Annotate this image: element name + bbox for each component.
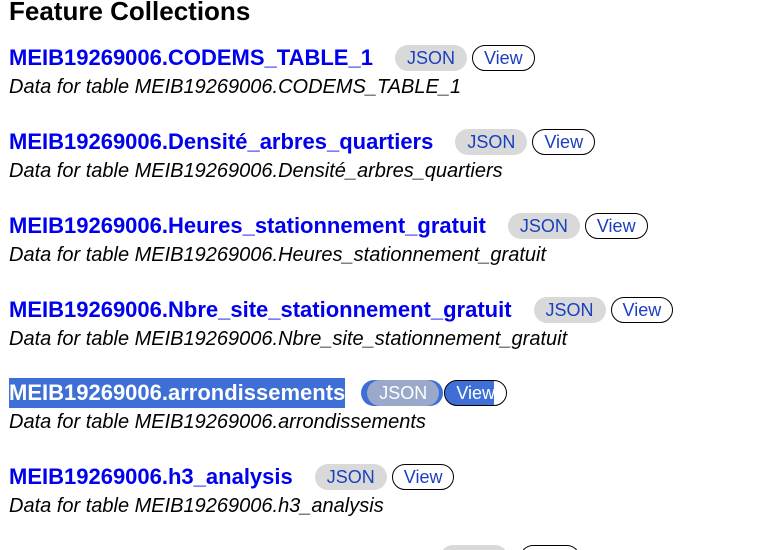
- collection-row: MEIB19269006.Densité_arbres_quartiers JS…: [9, 127, 760, 157]
- collection-row: MEIB19269006.Heures_stationnement_gratui…: [9, 211, 760, 241]
- collection-link[interactable]: MEIB19269006.CODEMS_TABLE_1: [9, 45, 373, 70]
- next-collection-buttons-partial: [440, 545, 580, 550]
- page-title: Feature Collections: [9, 0, 251, 26]
- json-button[interactable]: JSON: [455, 129, 528, 155]
- json-button[interactable]: JSON: [314, 464, 387, 490]
- collection-description: Data for table MEIB19269006.Densité_arbr…: [9, 160, 503, 182]
- json-button[interactable]: JSON: [394, 45, 467, 71]
- json-button[interactable]: JSON: [367, 380, 440, 406]
- collection-item: MEIB19269006.CODEMS_TABLE_1 JSON View Da…: [9, 43, 760, 100]
- collection-description: Data for table MEIB19269006.Heures_stati…: [9, 244, 547, 266]
- json-button[interactable]: [440, 545, 508, 550]
- collection-row: MEIB19269006.arrondissements JSON View: [9, 378, 760, 408]
- collection-description: Data for table MEIB19269006.CODEMS_TABLE…: [9, 76, 462, 98]
- json-button[interactable]: JSON: [507, 213, 580, 239]
- collection-description: Data for table MEIB19269006.arrondisseme…: [9, 411, 426, 433]
- collection-item: MEIB19269006.Densité_arbres_quartiers JS…: [9, 127, 760, 184]
- collection-description: Data for table MEIB19269006.Nbre_site_st…: [9, 328, 568, 350]
- json-button[interactable]: JSON: [533, 297, 606, 323]
- collection-item: MEIB19269006.h3_analysis JSON View Data …: [9, 462, 760, 519]
- collection-description: Data for table MEIB19269006.h3_analysis: [9, 495, 384, 517]
- collection-row: MEIB19269006.Nbre_site_stationnement_gra…: [9, 295, 760, 325]
- collection-row: MEIB19269006.CODEMS_TABLE_1 JSON View: [9, 43, 760, 73]
- view-button[interactable]: View: [391, 464, 455, 490]
- collection-link[interactable]: MEIB19269006.h3_analysis: [9, 464, 293, 489]
- view-button[interactable]: View: [584, 213, 648, 239]
- collection-link[interactable]: MEIB19269006.Heures_stationnement_gratui…: [9, 213, 486, 238]
- view-button[interactable]: View: [610, 297, 674, 323]
- collection-item-selected: MEIB19269006.arrondissements JSON View D…: [9, 378, 760, 435]
- collection-item: MEIB19269006.Heures_stationnement_gratui…: [9, 211, 760, 268]
- view-button[interactable]: [520, 545, 580, 550]
- view-button[interactable]: View: [444, 380, 508, 406]
- view-button[interactable]: View: [471, 45, 535, 71]
- collection-link[interactable]: MEIB19269006.Densité_arbres_quartiers: [9, 129, 434, 154]
- collection-row: MEIB19269006.h3_analysis JSON View: [9, 462, 760, 492]
- collection-item: MEIB19269006.Nbre_site_stationnement_gra…: [9, 295, 760, 352]
- view-button[interactable]: View: [532, 129, 596, 155]
- collection-link[interactable]: MEIB19269006.arrondissements: [9, 378, 346, 408]
- collection-link[interactable]: MEIB19269006.Nbre_site_stationnement_gra…: [9, 297, 512, 322]
